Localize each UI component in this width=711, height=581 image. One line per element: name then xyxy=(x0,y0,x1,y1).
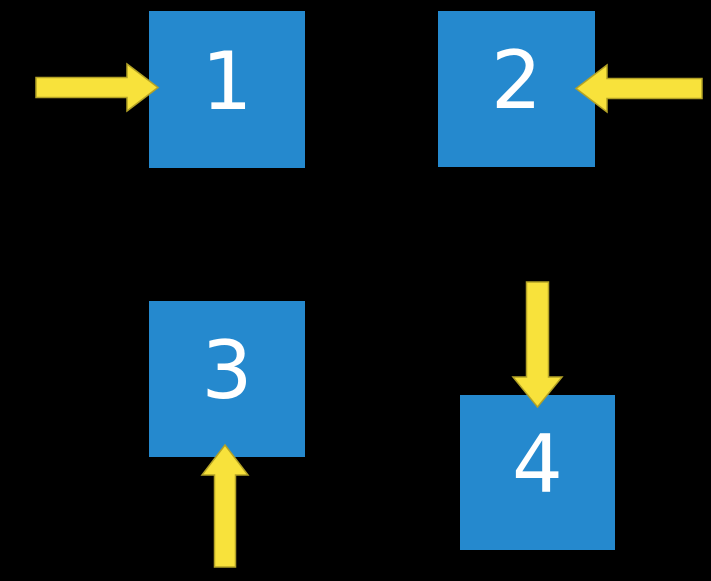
box-2-label: 2 xyxy=(491,34,542,127)
box-3-label: 3 xyxy=(201,324,253,417)
box-2: 2 xyxy=(438,11,595,167)
box-4: 4 xyxy=(460,395,615,550)
up-arrow-icon xyxy=(200,443,250,568)
right-arrow-icon xyxy=(35,62,160,113)
box-4-label: 4 xyxy=(512,417,563,511)
box-3: 3 xyxy=(149,301,305,457)
box-1: 1 xyxy=(149,11,305,168)
box-1-label: 1 xyxy=(201,34,253,128)
down-arrow-icon xyxy=(511,281,564,409)
left-arrow-icon xyxy=(574,63,703,114)
